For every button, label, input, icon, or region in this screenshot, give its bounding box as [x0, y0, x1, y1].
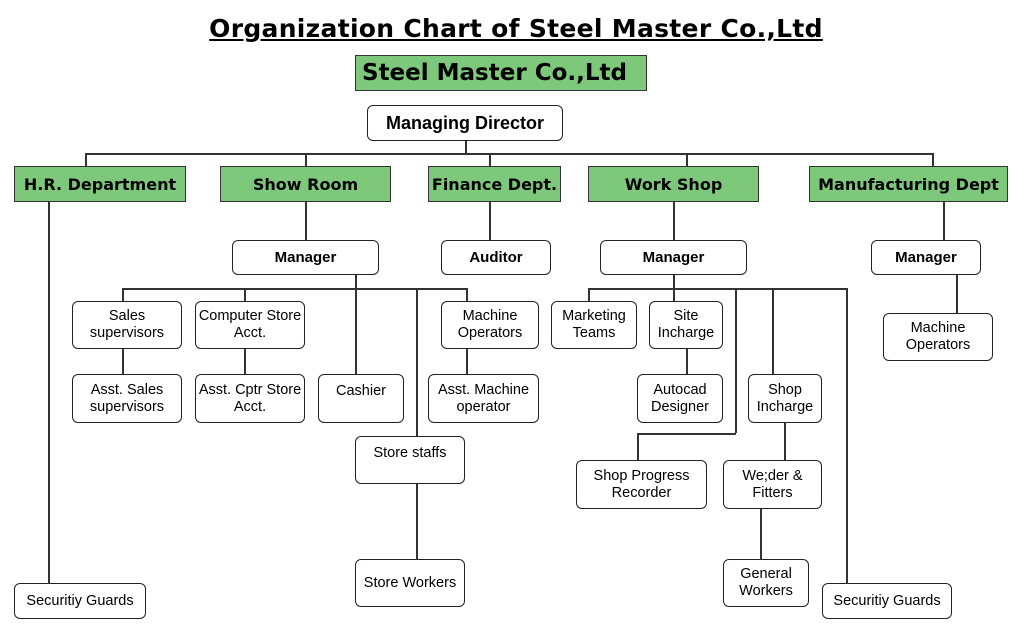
- workshop-security-guards: Securitiy Guards: [822, 583, 952, 619]
- connector: [416, 288, 418, 436]
- dept-manufacturing: Manufacturing Dept: [809, 166, 1008, 202]
- showroom-machine-operators: Machine Operators: [441, 301, 539, 349]
- chart-title: Organization Chart of Steel Master Co.,L…: [209, 14, 823, 43]
- connector: [686, 153, 688, 166]
- connector: [416, 484, 418, 559]
- connector: [588, 288, 847, 290]
- connector: [466, 288, 468, 301]
- asst-machine-operator: Asst. Machine operator: [428, 374, 539, 423]
- store-workers: Store Workers: [355, 559, 465, 607]
- general-workers: General Workers: [723, 559, 809, 607]
- company-box: Steel Master Co.,Ltd: [355, 55, 647, 91]
- connector: [489, 153, 491, 166]
- sales-supervisors: Sales supervisors: [72, 301, 182, 349]
- connector: [943, 202, 945, 252]
- asst-sales-supervisors: Asst. Sales supervisors: [72, 374, 182, 423]
- cashier: Cashier: [318, 374, 404, 423]
- connector: [489, 202, 491, 240]
- connector: [466, 349, 468, 374]
- connector: [637, 433, 639, 460]
- finance-auditor: Auditor: [441, 240, 551, 275]
- computer-store-acct: Computer Store Acct.: [195, 301, 305, 349]
- autocad-designer: Autocad Designer: [637, 374, 723, 423]
- connector: [846, 288, 848, 583]
- connector: [244, 288, 246, 301]
- connector: [305, 202, 307, 240]
- asst-cptr-store-acct: Asst. Cptr Store Acct.: [195, 374, 305, 423]
- connector: [85, 153, 87, 166]
- shop-progress-recorder: Shop Progress Recorder: [576, 460, 707, 509]
- shop-incharge: Shop Incharge: [748, 374, 822, 423]
- hr-security-guards: Securitiy Guards: [14, 583, 146, 619]
- marketing-teams: Marketing Teams: [551, 301, 637, 349]
- connector: [305, 153, 307, 166]
- connector: [686, 349, 688, 374]
- connector: [772, 288, 774, 374]
- connector: [673, 202, 675, 240]
- connector: [784, 423, 786, 460]
- showroom-manager: Manager: [232, 240, 379, 275]
- connector: [85, 153, 933, 155]
- connector: [355, 275, 357, 375]
- connector: [48, 202, 50, 583]
- managing-director-box: Managing Director: [367, 105, 563, 141]
- manufacturing-machine-operators: Machine Operators: [883, 313, 993, 361]
- welder-fitters: We;der & Fitters: [723, 460, 822, 509]
- connector: [465, 141, 467, 153]
- connector: [588, 288, 590, 301]
- dept-show-room: Show Room: [220, 166, 391, 202]
- connector: [735, 288, 737, 433]
- store-staffs: Store staffs: [355, 436, 465, 484]
- dept-finance: Finance Dept.: [428, 166, 561, 202]
- connector: [932, 153, 934, 166]
- connector: [244, 349, 246, 374]
- dept-work-shop: Work Shop: [588, 166, 759, 202]
- connector: [122, 349, 124, 374]
- connector: [122, 288, 124, 301]
- dept-hr: H.R. Department: [14, 166, 186, 202]
- workshop-manager: Manager: [600, 240, 747, 275]
- site-incharge: Site Incharge: [649, 301, 723, 349]
- connector: [637, 433, 736, 435]
- connector: [122, 288, 467, 290]
- manufacturing-manager: Manager: [871, 240, 981, 275]
- connector: [760, 509, 762, 559]
- connector: [956, 275, 958, 313]
